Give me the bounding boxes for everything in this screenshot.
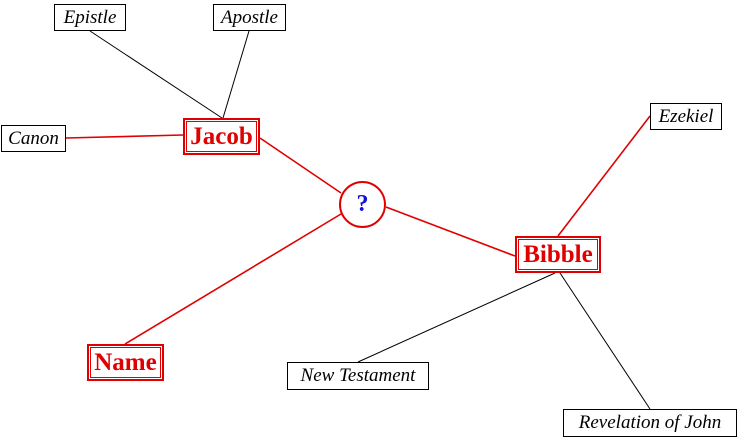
edge-jacob-canon [65,134,184,139]
leaf-node-ezekiel: Ezekiel [650,103,722,130]
leaf-node-revelation-of-john: Revelation of John [563,409,737,437]
edge-center-jacob [259,137,342,194]
leaf-node-new-testament: New Testament [287,362,429,390]
leaf-node-epistle: Epistle [54,4,126,31]
main-node-name: Name [87,344,164,381]
edge-center-bibble [385,206,516,257]
edge-bibble-ezekiel [557,115,651,237]
edge-center-name [124,213,342,345]
edge-bibble-revelation-of-john [559,272,651,410]
edge-jacob-epistle [89,30,223,119]
main-node-bibble: Bibble [515,236,601,273]
leaf-node-apostle: Apostle [213,4,286,31]
edge-jacob-apostle [222,30,250,119]
main-node-jacob: Jacob [183,118,260,155]
edge-bibble-new-testament [357,272,556,363]
center-node-question: ? [339,181,386,228]
leaf-node-canon: Canon [1,125,66,152]
